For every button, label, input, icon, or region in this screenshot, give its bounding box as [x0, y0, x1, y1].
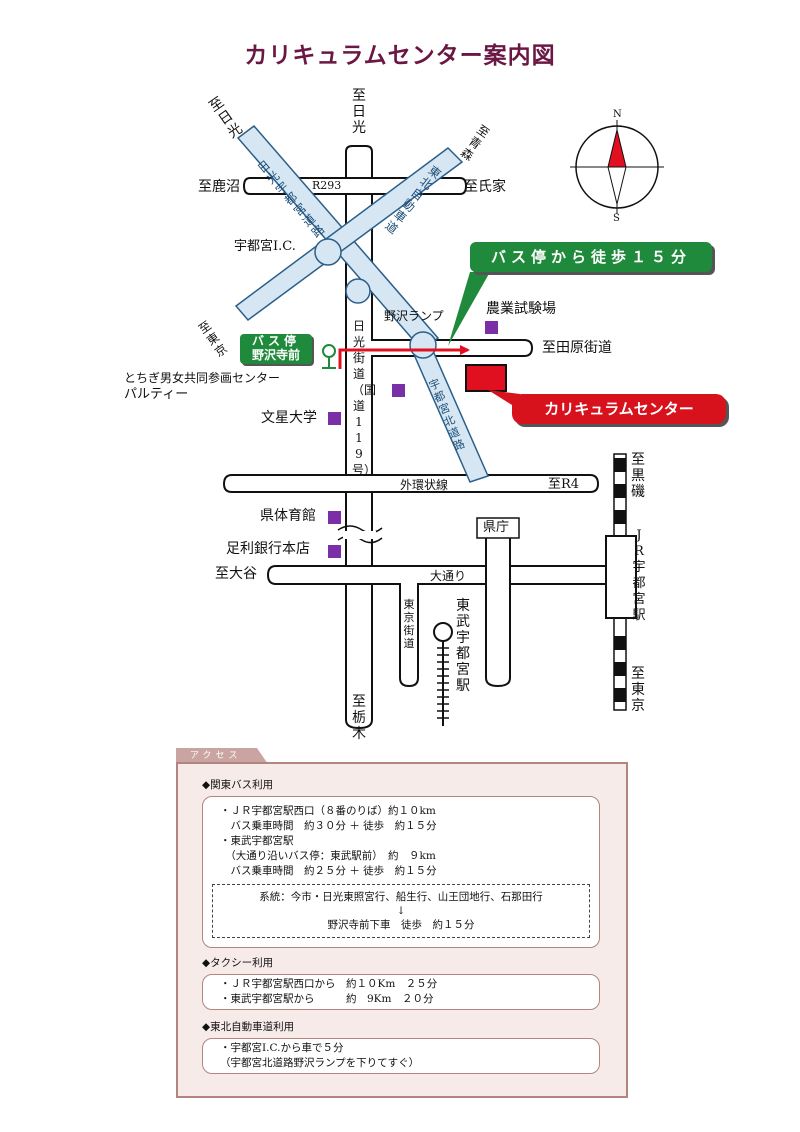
kencho-box [476, 517, 520, 539]
ashikaga-marker [328, 545, 341, 558]
bus-heading: ◆関東バス利用 [202, 779, 274, 791]
tawara-road [371, 339, 534, 357]
expressway-heading: ◆東北自動車道利用 [202, 1021, 295, 1033]
curriculum-center-marker [465, 364, 507, 392]
label-nozawa-ramp: 野沢ランプ [384, 309, 444, 323]
expressway-line-1: ・宇都宮I.C.から車で５分 [220, 1042, 344, 1054]
label-agri: 農業試験場 [486, 301, 556, 317]
compass-icon [570, 120, 664, 214]
tokyo-kaido-road [399, 583, 419, 688]
bus-route-arrow: ↓ [396, 905, 406, 917]
bus-route-line-1: 系統：今市・日光東照宮行、船生行、山王団地行、石那田行 [259, 891, 543, 903]
bus-box [202, 796, 600, 948]
label-tokyo-kaido: 東京街道 [403, 598, 415, 650]
bus-stop-label-1: バス停 [251, 334, 300, 348]
label-nikko-kaido: 日光街道（国道119号） [352, 319, 377, 477]
label-ic: 宇都宮I.C. [234, 239, 296, 254]
bus-route-box [212, 884, 590, 938]
label-r293: R293 [312, 179, 342, 192]
dest-oya: 至大谷 [215, 566, 257, 582]
center-callout: カリキュラムセンター [512, 394, 726, 424]
taxi-line-1: ・ＪＲ宇都宮駅西口から 約１０Km ２５分 [220, 978, 438, 990]
junction-circle [345, 278, 371, 304]
jr-railway [605, 453, 637, 711]
taxi-box [202, 974, 600, 1010]
tohoku-expressway [234, 147, 464, 322]
expressway-box [202, 1038, 600, 1074]
bus-line-2: バス乗車時間 約３０分 ＋ 徒歩 約１５分 [220, 820, 437, 832]
label-jr-station: JR宇都宮駅 [632, 528, 646, 623]
dest-tochigi: 至栃木 [352, 694, 366, 742]
bus-stop-icon [322, 344, 336, 369]
bus-line-1: ・ＪＲ宇都宮駅西口（８番のりば）約１０km [220, 805, 436, 817]
bus-line-5: バス乗車時間 約２５分 ＋ 徒歩 約１５分 [220, 865, 437, 877]
gaikan-road [222, 474, 600, 493]
label-tobu-station: 東武宇都宮駅 [456, 598, 470, 694]
label-ashikaga: 足利銀行本店 [226, 541, 310, 557]
dest-nikko-top: 至日光 [352, 88, 366, 136]
gym-marker [328, 511, 341, 524]
label-partie-1: とちぎ男女共同参画センター [124, 371, 281, 385]
page-title: カリキュラムセンター案内図 [244, 43, 556, 69]
label-gaikan: 外環状線 [400, 478, 449, 492]
label-gym: 県体育館 [260, 508, 316, 524]
bus-route-line-2: 野沢寺前下車 徒歩 約１５分 [327, 919, 475, 931]
bus-line-4: （大通り沿いバス停：東武駅前） 約 ９km [220, 850, 436, 862]
taxi-line-2: ・東武宇都宮駅から 約 9Km ２０分 [220, 993, 434, 1005]
agri-marker [485, 321, 498, 334]
bus-stop-label: バス停 野沢寺前 [240, 334, 312, 364]
bus-stop-label-2: 野沢寺前 [251, 348, 300, 362]
walking-route [338, 348, 468, 369]
bus-line-3: ・東武宇都宮駅 [220, 835, 294, 847]
taxi-heading: ◆タクシー利用 [202, 957, 274, 969]
dest-ujiie: 至氏家 [464, 179, 506, 195]
dest-tokyo-rail: 至東京 [631, 666, 645, 714]
bunsei-marker [328, 412, 341, 425]
label-kencho: 県庁 [483, 520, 510, 535]
tobu-railway [433, 622, 453, 726]
jr-station-building [605, 535, 637, 619]
walk-callout: バス停から徒歩１５分 [470, 242, 712, 272]
dest-tawara: 至田原街道 [542, 340, 612, 356]
label-bunsei: 文星大学 [261, 410, 317, 426]
compass-n: N [613, 109, 622, 120]
partie-marker [392, 384, 405, 397]
dest-r4: 至R4 [548, 477, 580, 492]
label-partie-2: パルティー [124, 387, 189, 402]
dest-kanuma: 至鹿沼 [198, 179, 240, 195]
access-tab: アクセス [176, 748, 268, 764]
ic-interchange [314, 238, 342, 266]
label-odori: 大通り [430, 569, 467, 583]
compass-s: S [613, 213, 620, 224]
nozawa-ramp-circle [409, 331, 437, 359]
dest-kuroiso: 至黒磯 [631, 452, 645, 500]
route-map [222, 120, 664, 730]
expressway-line-2: （宇都宮北道路野沢ランプを下りてすぐ） [220, 1057, 420, 1069]
kencho-road [485, 529, 511, 688]
